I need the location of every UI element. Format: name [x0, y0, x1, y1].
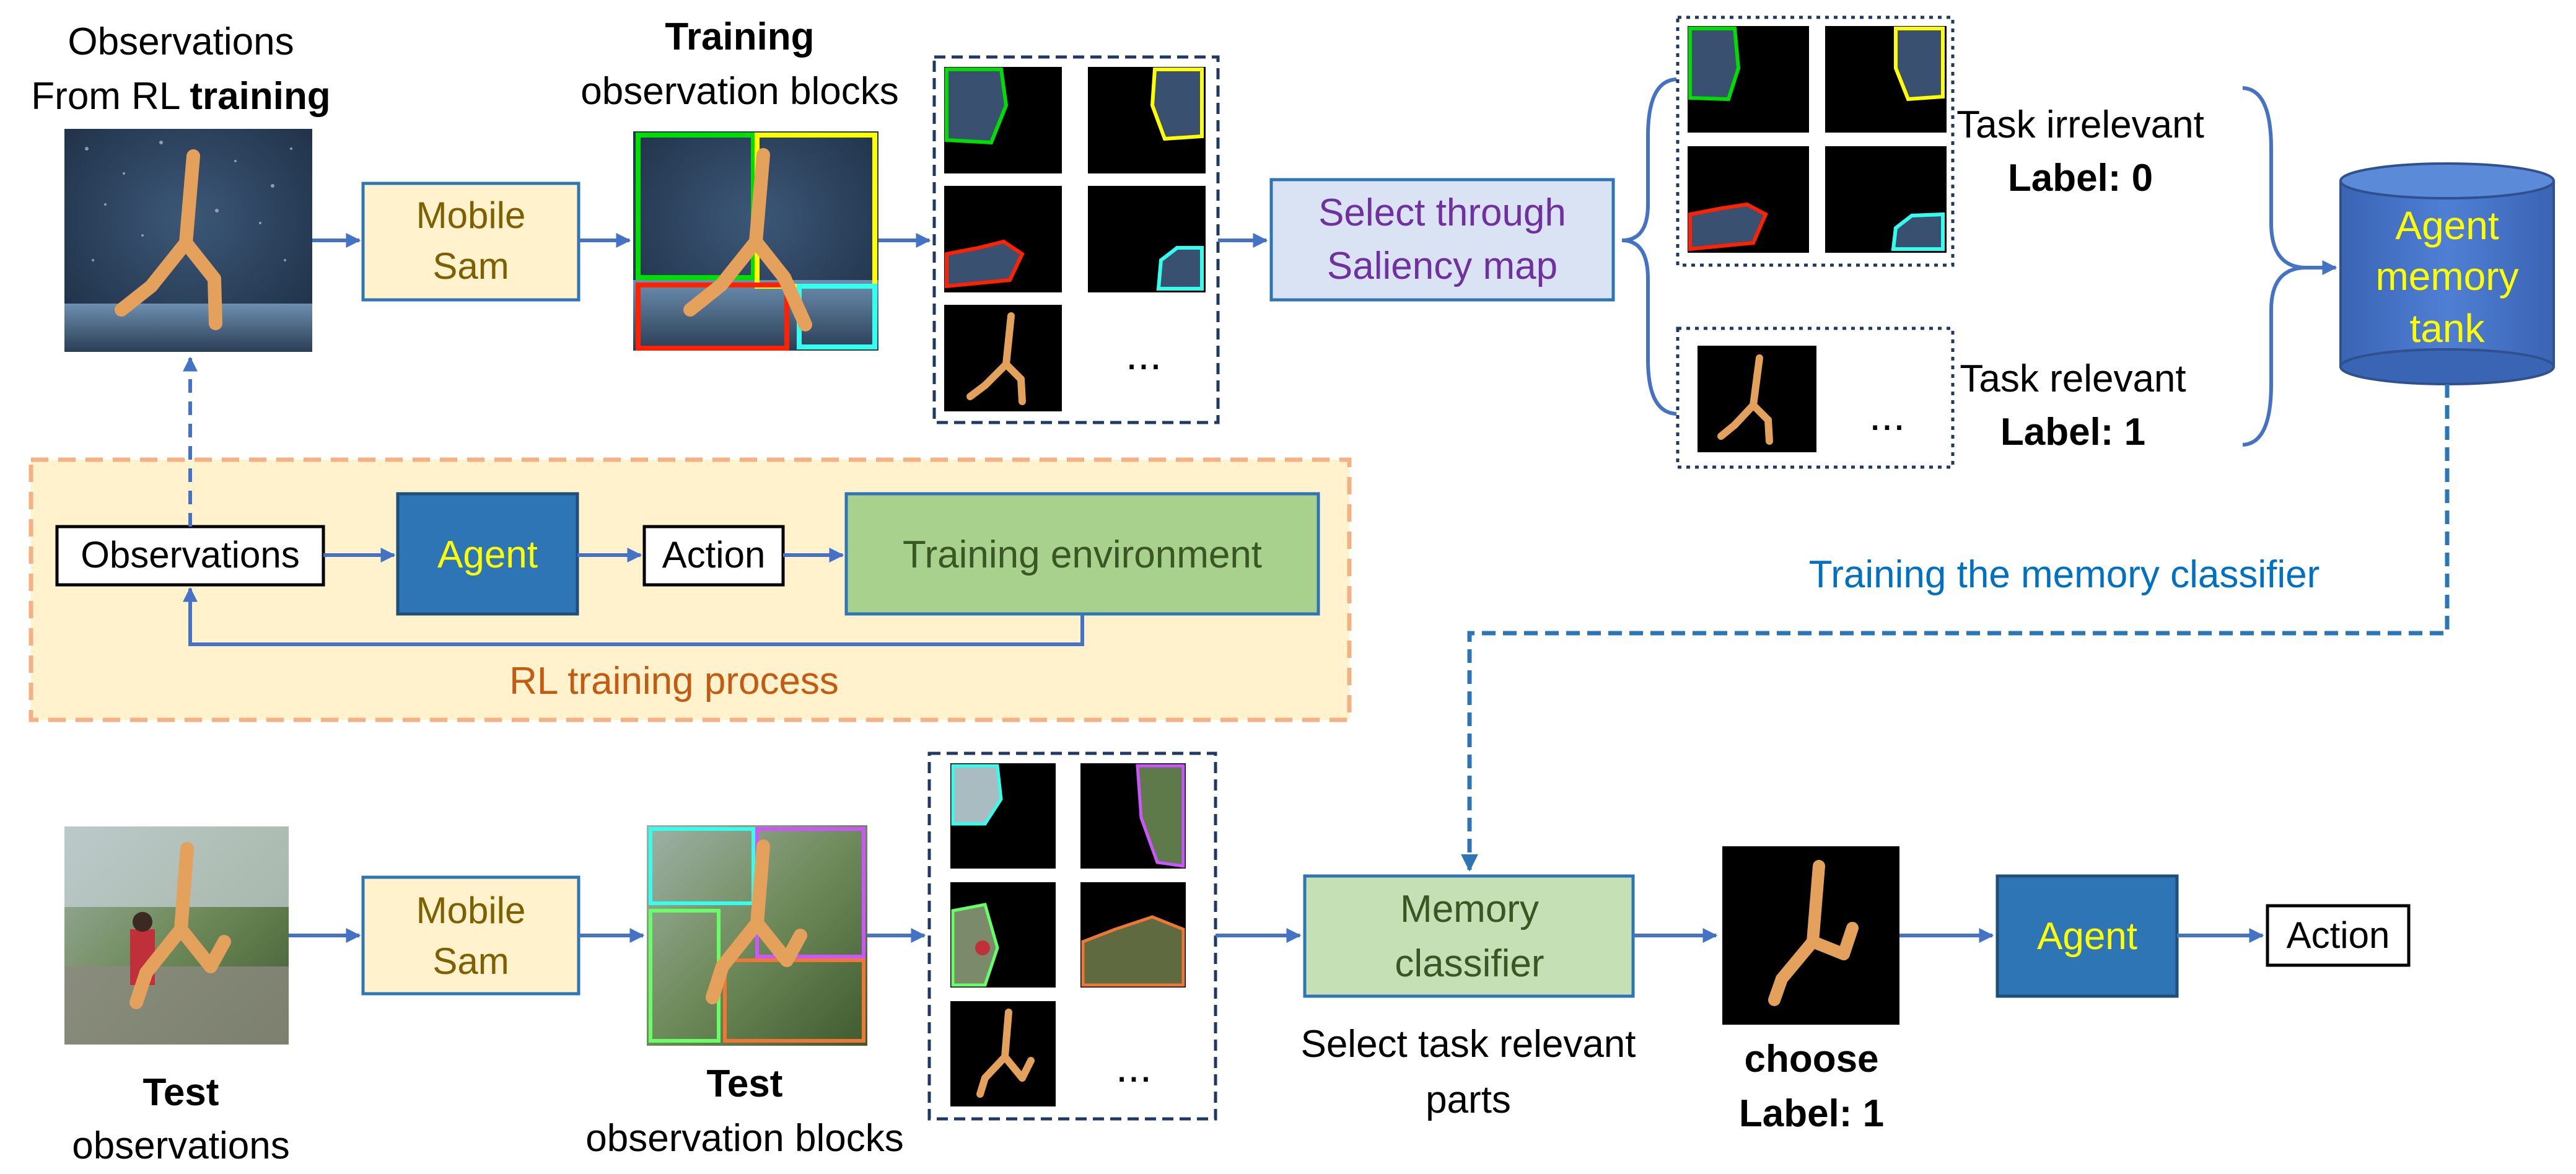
chosen-block-image [1722, 846, 1899, 1025]
memory-classifier-line2: classifier [1395, 942, 1544, 985]
saliency-select-line1: Select through [1318, 191, 1566, 234]
rl-observations-title-line1: Observations [68, 20, 294, 63]
test-observation-image [64, 826, 289, 1045]
rl-observations-box[interactable]: Observations [55, 525, 325, 587]
test-blocks-title: observation blocks [585, 1117, 904, 1160]
memory-classifier-box[interactable]: Memory classifier [1303, 874, 1635, 998]
choose-label-bold: choose [1744, 1038, 1878, 1080]
training-environment-label: Training environment [903, 533, 1262, 576]
memory-classifier-line1: Memory [1400, 888, 1539, 931]
select-relevant-caption-line1: Select task relevant [1300, 1023, 1636, 1066]
task-relevant-ellipsis: ... [1869, 391, 1905, 439]
agent-memory-tank[interactable]: Agent memory tank [2339, 162, 2555, 385]
select-relevant-caption-line2: parts [1426, 1079, 1511, 1121]
task-irrelevant-value: Label: 0 [2008, 157, 2153, 199]
task-irrelevant-label: Task irrelevant [1956, 103, 2204, 146]
rl-action-box[interactable]: Action [642, 525, 785, 587]
mobile-sam-box-bottom[interactable]: Mobile Sam [361, 875, 580, 996]
memory-tank-line3: tank [2410, 306, 2486, 351]
test-action-label: Action [2287, 914, 2390, 956]
rl-agent-label: Agent [437, 533, 538, 576]
saliency-select-line2: Saliency map [1327, 245, 1557, 287]
training-memory-classifier-label: Training the memory classifier [1809, 553, 2320, 596]
mobile-sam-box-top[interactable]: Mobile Sam [361, 182, 580, 302]
training-segmented-image [633, 131, 878, 351]
merge-brace [2242, 86, 2305, 447]
test-action-box[interactable]: Action [2266, 904, 2411, 967]
rl-observations-label: Observations [81, 534, 300, 576]
mobile-sam-bottom-line2: Sam [432, 940, 509, 982]
training-blocks-title: observation blocks [580, 70, 899, 113]
training-environment-box[interactable]: Training environment [844, 492, 1320, 616]
test-blocks-ellipsis: ... [1116, 1043, 1152, 1091]
arrow-env-to-obs [183, 587, 1084, 646]
rl-training-caption: RL training process [509, 660, 839, 703]
test-blocks-title-bold: Test [707, 1062, 783, 1105]
rl-agent-box[interactable]: Agent [396, 492, 579, 616]
choose-label-value: Label: 1 [1739, 1092, 1884, 1135]
arrow-tank-to-classifier [1461, 384, 2450, 872]
memory-tank-line1: Agent [2395, 203, 2499, 248]
mobile-sam-bottom-line1: Mobile [416, 890, 526, 931]
test-observations-title-bold: Test [143, 1071, 219, 1114]
training-blocks-title-bold: Training [665, 15, 814, 58]
task-relevant-group: ... [1676, 326, 1955, 469]
task-irrelevant-group [1676, 15, 1955, 267]
saliency-select-box[interactable]: Select through Saliency map [1269, 178, 1615, 302]
training-blocks-ellipsis: ... [1126, 330, 1162, 379]
test-segmented-image [647, 825, 867, 1046]
test-block-grid: ... [927, 751, 1217, 1121]
rl-observations-title-line2: From RL training [31, 75, 330, 118]
task-relevant-label: Task relevant [1960, 357, 2186, 400]
mobile-sam-top-line1: Mobile [416, 195, 526, 236]
rl-observation-image [64, 129, 312, 352]
test-observations-title: observations [72, 1124, 290, 1167]
rl-action-label: Action [662, 534, 766, 576]
test-agent-label: Agent [2037, 915, 2137, 958]
split-brace [1621, 77, 1677, 416]
task-relevant-value: Label: 1 [2000, 411, 2145, 453]
test-agent-box[interactable]: Agent [1996, 874, 2179, 998]
mobile-sam-top-line2: Sam [432, 245, 509, 287]
memory-tank-line2: memory [2375, 254, 2518, 299]
training-block-grid: ... [932, 55, 1220, 424]
